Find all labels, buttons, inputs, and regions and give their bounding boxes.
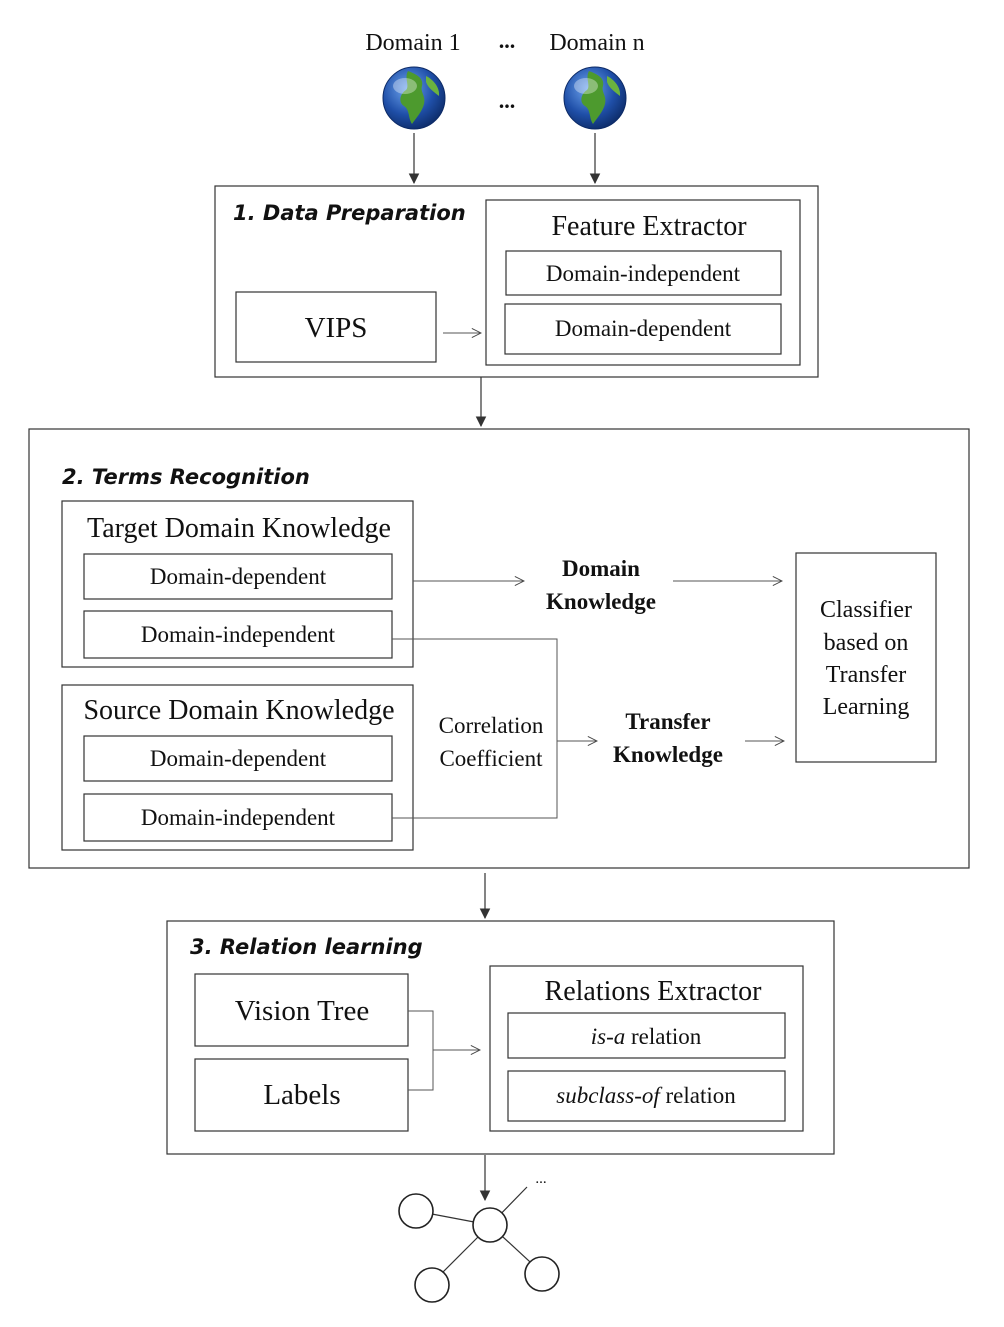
- vips-label: VIPS: [305, 312, 368, 344]
- subclass-of-relation-label: subclass-of relation: [556, 1083, 736, 1108]
- graph-node-icon: [414, 1267, 450, 1303]
- domain-1-label: Domain 1: [365, 30, 460, 56]
- source-domain-independent-label: Domain-independent: [141, 805, 336, 830]
- correlation-line2: Coefficient: [439, 746, 543, 771]
- vips-box: [235, 291, 437, 363]
- vision-tree-label: Vision Tree: [235, 995, 369, 1027]
- labels-label: Labels: [263, 1079, 340, 1111]
- globe-icon: [563, 66, 627, 130]
- isa-relation-label: is-a relation: [591, 1024, 702, 1049]
- target-domain-dependent-box: [83, 553, 393, 600]
- fe-domain-dependent-box: [504, 303, 782, 355]
- correlation-connector: [392, 638, 558, 819]
- terms-recognition-stage: [28, 428, 970, 869]
- domain-knowledge-line1: Domain: [562, 556, 640, 581]
- data-preparation-stage: [214, 185, 819, 378]
- classifier-line4: Learning: [823, 694, 910, 720]
- relation-learning-stage: [166, 920, 835, 1155]
- graph-node-icon: [524, 1256, 560, 1292]
- transfer-knowledge-line1: Transfer: [625, 709, 710, 734]
- target-domain-knowledge-box: [61, 500, 414, 668]
- stage3-title: 3. Relation learning: [190, 935, 423, 959]
- classifier-line1: Classifier: [820, 597, 912, 623]
- graph-node-icon: [472, 1207, 508, 1243]
- target-domain-independent-box: [83, 610, 393, 659]
- fe-domain-independent-box: [505, 250, 782, 296]
- isa-relation-box: [507, 1012, 786, 1059]
- relations-extractor-box: [489, 965, 804, 1132]
- graph-node-icon: [398, 1193, 434, 1229]
- subclass-of-relation-box: [507, 1070, 786, 1122]
- fe-domain-dependent-label: Domain-dependent: [555, 316, 732, 341]
- target-domain-independent-label: Domain-independent: [141, 622, 336, 647]
- source-domain-dependent-label: Domain-dependent: [150, 746, 327, 771]
- vision-tree-box: [194, 973, 409, 1047]
- source-domain-dependent-box: [83, 735, 393, 782]
- fe-domain-independent-label: Domain-independent: [546, 261, 741, 286]
- sources-ellipsis-middle: ...: [499, 88, 516, 113]
- labels-box: [194, 1058, 409, 1132]
- inputs-bracket: [408, 1010, 434, 1091]
- relations-extractor-title: Relations Extractor: [545, 976, 763, 1007]
- output-graph: ...: [398, 1171, 560, 1303]
- feature-extractor-box: [485, 199, 801, 366]
- classifier-box: [795, 552, 937, 763]
- feature-extractor-title: Feature Extractor: [551, 211, 747, 242]
- domain-n-label: Domain n: [549, 30, 644, 56]
- globe-icon: [382, 66, 446, 130]
- transfer-knowledge-line2: Knowledge: [613, 742, 723, 767]
- target-domain-dependent-label: Domain-dependent: [150, 564, 327, 589]
- source-domain-knowledge-title: Source Domain Knowledge: [83, 695, 394, 726]
- source-domain-knowledge-box: [61, 684, 414, 851]
- target-domain-knowledge-title: Target Domain Knowledge: [87, 513, 391, 544]
- graph-ellipsis: ...: [535, 1171, 546, 1187]
- domain-knowledge-line2: Knowledge: [546, 589, 656, 614]
- classifier-line3: Transfer: [826, 662, 906, 688]
- sources-ellipsis-top: ...: [499, 28, 516, 53]
- stage2-title: 2. Terms Recognition: [62, 465, 310, 489]
- stage1-title: 1. Data Preparation: [233, 201, 466, 225]
- classifier-line2: based on: [824, 630, 909, 656]
- correlation-line1: Correlation: [439, 713, 544, 738]
